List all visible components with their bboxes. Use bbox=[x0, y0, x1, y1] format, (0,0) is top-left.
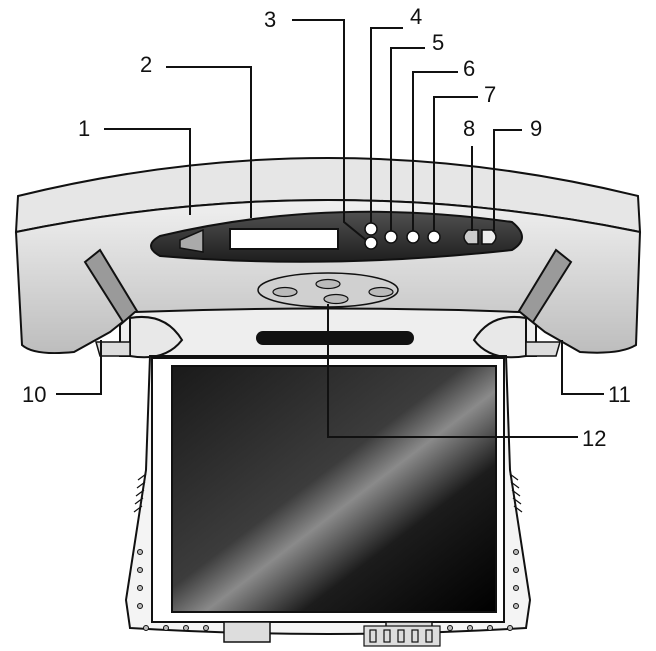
leader-line-4 bbox=[370, 27, 403, 223]
pad-button-top[interactable] bbox=[315, 278, 341, 290]
button-4[interactable] bbox=[364, 222, 378, 236]
callout-1: 1 bbox=[78, 116, 90, 141]
callout-7: 7 bbox=[484, 82, 496, 107]
button-7[interactable] bbox=[427, 230, 441, 244]
lcd-screen bbox=[171, 365, 497, 613]
callout-6: 6 bbox=[463, 56, 475, 81]
pad-button-left[interactable] bbox=[272, 286, 298, 298]
callout-9: 9 bbox=[530, 116, 542, 141]
callout-12: 12 bbox=[582, 426, 606, 451]
callout-8: 8 bbox=[463, 116, 475, 141]
leader-line-2 bbox=[166, 66, 252, 218]
leader-line-11 bbox=[561, 340, 604, 395]
dome-light-left bbox=[179, 228, 204, 253]
grip-ribs-left bbox=[133, 473, 147, 513]
leader-line-5 bbox=[390, 47, 425, 231]
leader-line-6 bbox=[412, 71, 458, 231]
dome-light-8[interactable] bbox=[463, 229, 479, 245]
callout-4: 4 bbox=[410, 4, 422, 29]
leader-line-10 bbox=[56, 340, 102, 395]
leader-line-9 bbox=[493, 129, 522, 231]
callout-5: 5 bbox=[432, 30, 444, 55]
frame-screws bbox=[137, 549, 519, 631]
leader-line-12 bbox=[327, 304, 578, 438]
pad-button-bottom[interactable] bbox=[323, 293, 349, 305]
display-window bbox=[229, 228, 339, 250]
dome-light-9[interactable] bbox=[481, 229, 497, 245]
button-5[interactable] bbox=[384, 230, 398, 244]
hinge-knob-right bbox=[472, 316, 527, 359]
hinge-knob-left bbox=[129, 316, 184, 359]
callout-10: 10 bbox=[22, 382, 46, 407]
leader-line-3 bbox=[292, 19, 367, 241]
leader-line-7 bbox=[433, 96, 478, 231]
pad-button-right[interactable] bbox=[368, 286, 394, 298]
callout-11: 11 bbox=[608, 382, 631, 407]
button-3[interactable] bbox=[364, 236, 378, 250]
grip-ribs-right bbox=[509, 473, 523, 513]
callout-2: 2 bbox=[140, 52, 152, 77]
bottom-panel-left bbox=[223, 621, 271, 643]
bottom-vent bbox=[363, 625, 441, 647]
callout-3: 3 bbox=[264, 7, 276, 32]
leader-line-1 bbox=[104, 128, 191, 215]
button-6[interactable] bbox=[406, 230, 420, 244]
side-latch-left bbox=[95, 341, 131, 357]
disc-slot bbox=[256, 331, 414, 345]
side-latch-right bbox=[525, 341, 561, 357]
